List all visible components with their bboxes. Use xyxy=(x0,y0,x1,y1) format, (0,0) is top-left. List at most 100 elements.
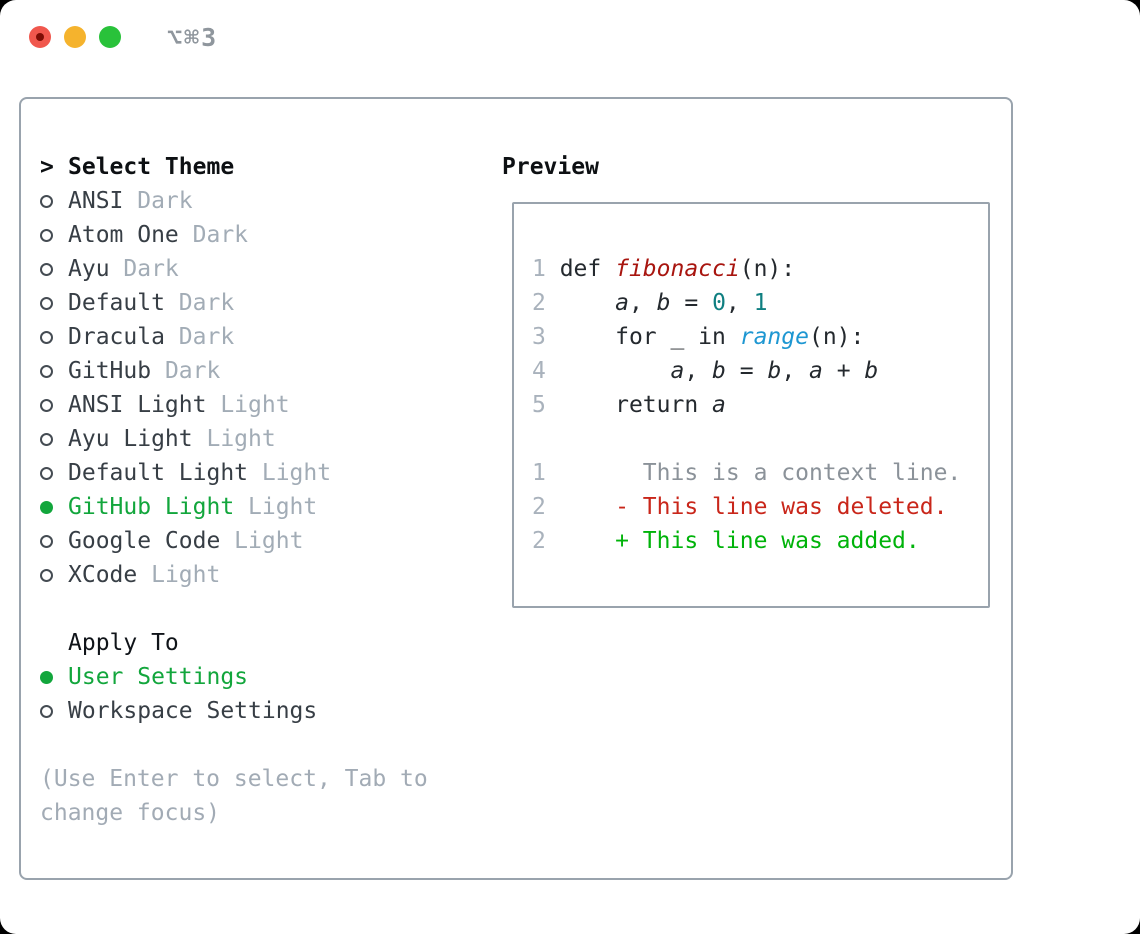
token-code: , xyxy=(628,290,657,316)
radio-unselected-icon xyxy=(40,331,53,344)
token-code: return xyxy=(559,392,713,418)
token-var: b xyxy=(767,358,782,384)
theme-variant: Light xyxy=(206,392,290,418)
radio-unselected-icon xyxy=(40,399,53,412)
radio-icon xyxy=(40,320,68,354)
token-code: def xyxy=(559,256,616,282)
radio-unselected-icon xyxy=(40,229,53,242)
theme-variant: Light xyxy=(192,426,276,452)
theme-item[interactable]: Default Light Light xyxy=(40,456,428,490)
token-code: = xyxy=(725,358,768,384)
code-line: 1 This is a context line. xyxy=(532,456,961,490)
token-builtin: range xyxy=(739,324,809,350)
close-button[interactable] xyxy=(29,26,51,48)
radio-unselected-icon xyxy=(40,467,53,480)
token-ln: 4 xyxy=(532,358,560,384)
theme-item[interactable]: Google Code Light xyxy=(40,524,428,558)
spacer xyxy=(40,592,428,626)
theme-name: Dracula xyxy=(68,324,165,350)
radio-icon xyxy=(40,252,68,286)
theme-variant: Dark xyxy=(178,222,249,248)
theme-item[interactable]: XCode Light xyxy=(40,558,428,592)
theme-name: Ayu Light xyxy=(68,426,193,452)
code-line: 2 + This line was added. xyxy=(532,524,961,558)
radio-unselected-icon xyxy=(40,263,53,276)
theme-variant: Dark xyxy=(164,324,235,350)
radio-unselected-icon xyxy=(40,705,53,718)
theme-name: XCode xyxy=(68,562,138,588)
token-ln: 1 xyxy=(532,256,560,282)
theme-variant: Light xyxy=(220,528,304,554)
minimize-button[interactable] xyxy=(64,26,86,48)
token-code: (n): xyxy=(808,324,865,350)
theme-name: Atom One xyxy=(68,222,179,248)
close-dot-icon xyxy=(36,33,44,41)
token-code: , xyxy=(725,290,754,316)
apply-to-option-label: Workspace Settings xyxy=(68,698,318,724)
token-numlit: 0 xyxy=(712,290,726,316)
hint-text: change focus) xyxy=(40,796,428,830)
window-title: ⌥⌘3 xyxy=(167,22,219,52)
theme-name: Default Light xyxy=(68,460,249,486)
apply-to-option[interactable]: Workspace Settings xyxy=(40,694,428,728)
theme-name: ANSI xyxy=(68,188,124,214)
radio-icon xyxy=(40,490,68,524)
theme-name: Google Code xyxy=(68,528,221,554)
theme-item[interactable]: Default Dark xyxy=(40,286,428,320)
radio-icon xyxy=(40,694,68,728)
token-code: (n): xyxy=(739,256,796,282)
preview-title: Preview xyxy=(502,154,599,180)
theme-item[interactable]: Dracula Dark xyxy=(40,320,428,354)
theme-item[interactable]: Ayu Dark xyxy=(40,252,428,286)
radio-unselected-icon xyxy=(40,569,53,582)
theme-item[interactable]: GitHub Dark xyxy=(40,354,428,388)
apply-to-title: Apply To xyxy=(68,630,179,656)
token-ln: 3 xyxy=(532,324,560,350)
preview-box: 1 def fibonacci(n): 2 a, b = 0, 1 3 for _ … xyxy=(512,202,990,608)
token-code xyxy=(546,528,615,554)
token-var: b xyxy=(864,358,879,384)
theme-variant: Dark xyxy=(151,358,221,384)
radio-unselected-icon xyxy=(40,195,53,208)
code-line: 1 def fibonacci(n): xyxy=(532,252,961,286)
token-code: , xyxy=(781,358,810,384)
theme-item[interactable]: Atom One Dark xyxy=(40,218,428,252)
theme-item[interactable]: ANSI Dark xyxy=(40,184,428,218)
theme-item[interactable]: Ayu Light Light xyxy=(40,422,428,456)
token-var: a xyxy=(670,358,685,384)
radio-icon xyxy=(40,456,68,490)
apply-to-header: Apply To xyxy=(40,626,428,660)
token-ln: 2 xyxy=(532,494,546,520)
token-code: for _ in xyxy=(559,324,740,350)
apply-to-option[interactable]: User Settings xyxy=(40,660,428,694)
code-line: 3 for _ in range(n): xyxy=(532,320,961,354)
token-var: a xyxy=(615,290,629,316)
token-ln: 1 xyxy=(532,460,546,486)
token-var: b xyxy=(712,358,726,384)
token-code xyxy=(560,358,671,384)
theme-item[interactable]: ANSI Light Light xyxy=(40,388,428,422)
token-del: - This line was deleted. xyxy=(615,494,948,520)
radio-icon xyxy=(40,184,68,218)
theme-list-title: Select Theme xyxy=(68,154,235,180)
code-line: 5 return a xyxy=(532,388,961,422)
radio-unselected-icon xyxy=(40,433,53,446)
radio-unselected-icon xyxy=(40,535,53,548)
theme-variant: Dark xyxy=(109,256,179,282)
radio-icon xyxy=(40,286,68,320)
token-code: , xyxy=(684,358,713,384)
radio-icon xyxy=(40,558,68,592)
token-add: + This line was added. xyxy=(615,528,920,554)
token-numlit: 1 xyxy=(753,290,768,316)
theme-item[interactable]: GitHub Light Light xyxy=(40,490,428,524)
zoom-button[interactable] xyxy=(99,26,121,48)
radio-icon xyxy=(40,524,68,558)
token-ctx: This is a context line. xyxy=(642,460,962,486)
token-code xyxy=(560,290,615,316)
theme-name: ANSI Light xyxy=(68,392,207,418)
spacer xyxy=(40,728,428,762)
theme-name: Ayu xyxy=(68,256,110,282)
